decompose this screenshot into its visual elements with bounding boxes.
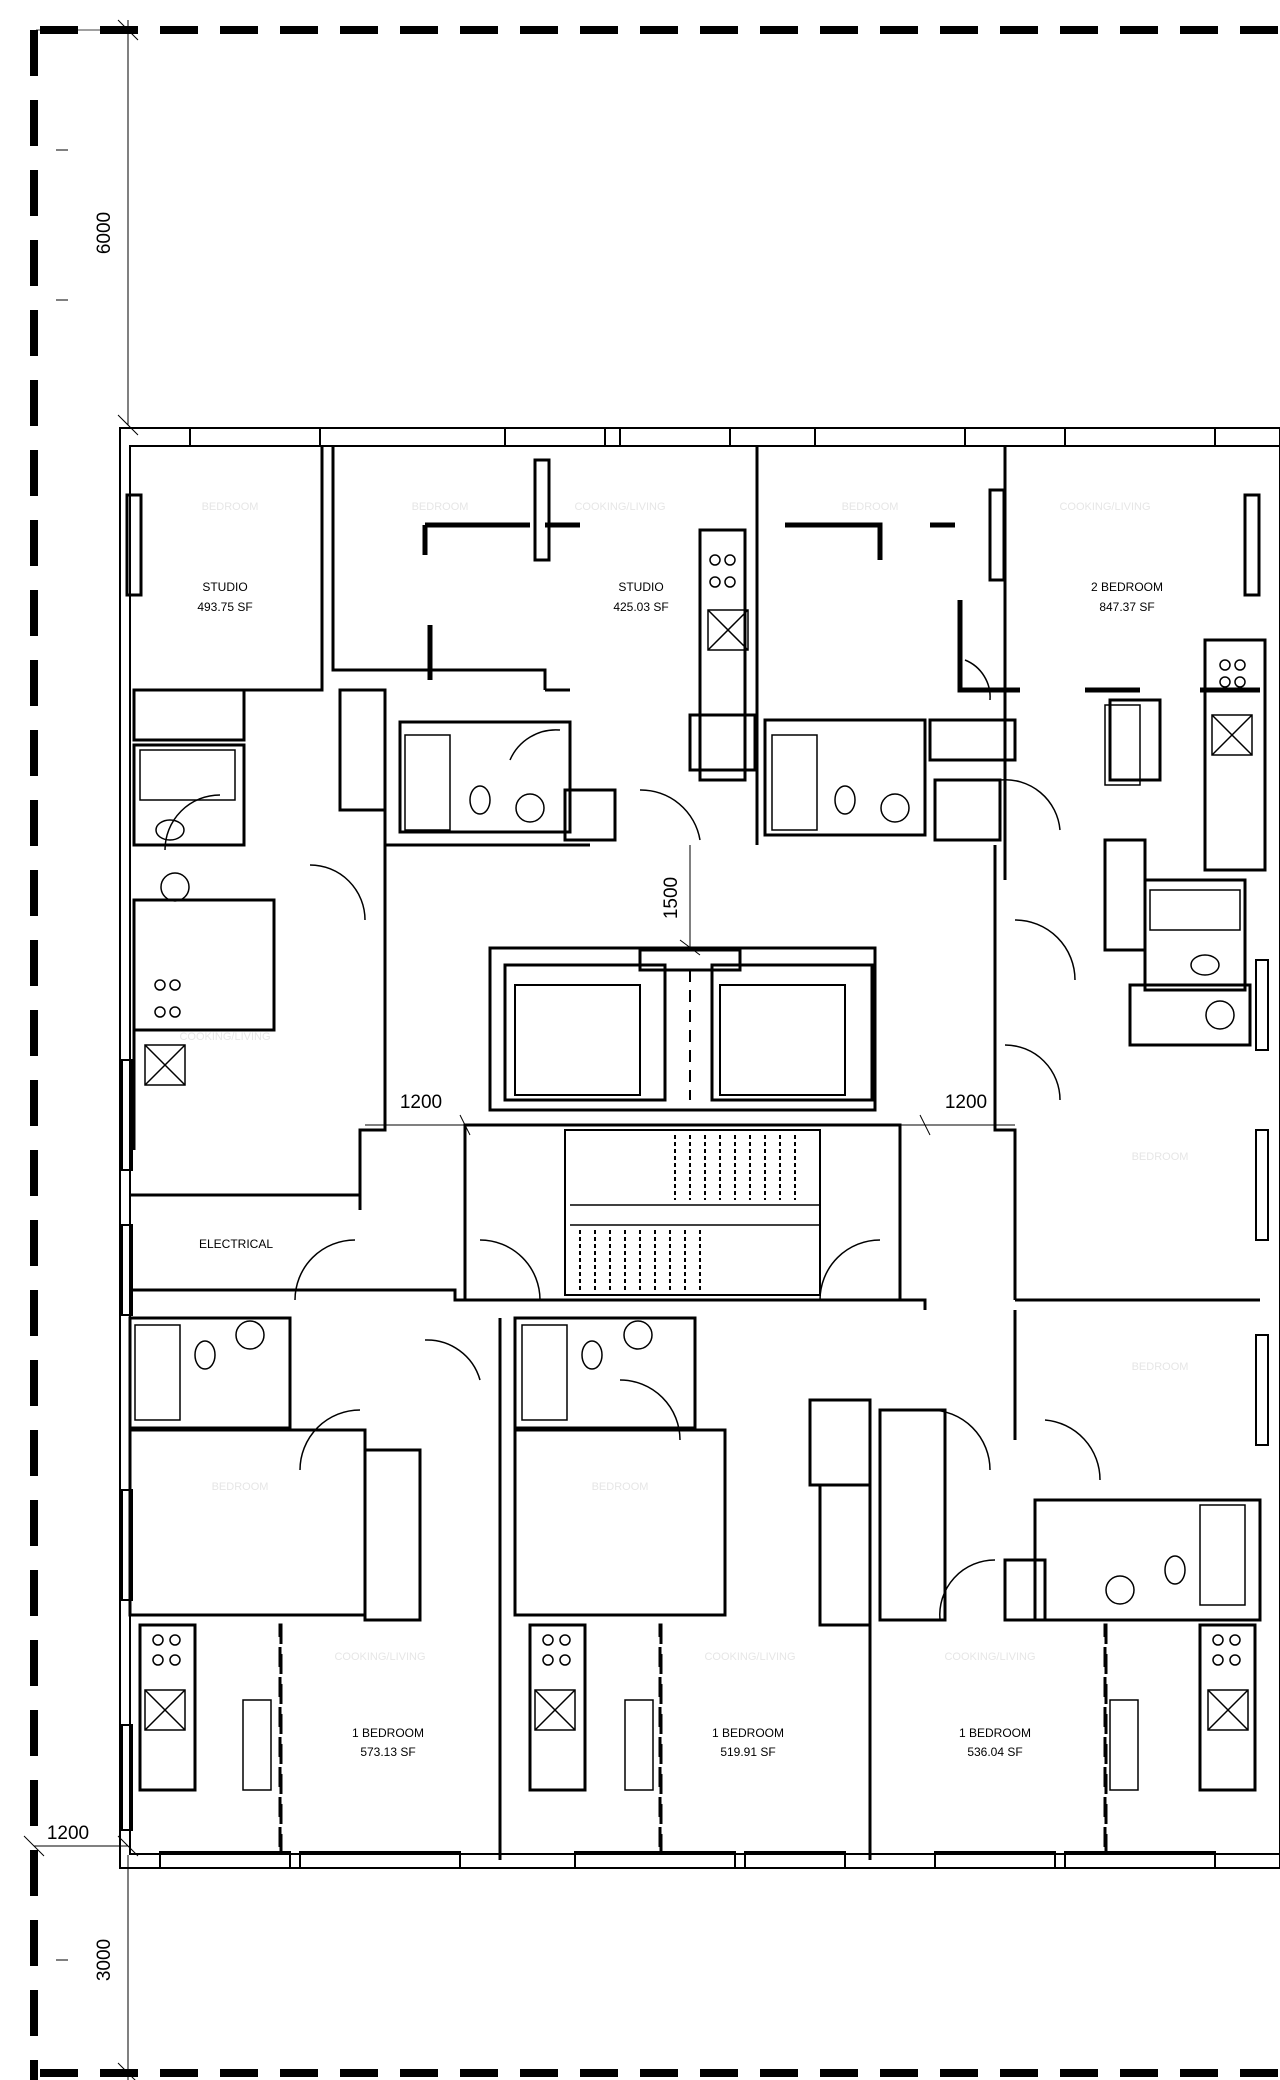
unit-name-studio-2: STUDIO [618, 580, 663, 594]
corridor-depth-dimension: 1500 [661, 877, 682, 919]
bottom-units-walls [128, 704, 1262, 1860]
faint-bedroom-label: BEDROOM [842, 501, 899, 513]
top-units-walls [125, 446, 1267, 1150]
unit-name-2-bedroom: 2 BEDROOM [1091, 580, 1163, 594]
faint-bedroom-label: BEDROOM [212, 1481, 269, 1493]
dimension-labels: 6000 3000 1200 1200 1200 1500 [47, 212, 987, 1981]
exterior-walls [119, 427, 1280, 1869]
faint-cooking-label: COOKING/LIVING [574, 501, 665, 513]
faint-bedroom-label: BEDROOM [1132, 1151, 1189, 1163]
unit-area-1-bedroom-a: 573.13 SF [360, 1745, 415, 1759]
faint-bedroom-label: BEDROOM [1132, 1361, 1189, 1373]
corridor-left-dimension: 1200 [400, 1092, 442, 1113]
top-setback-dimension: 6000 [94, 212, 115, 254]
unit-name-studio-1: STUDIO [202, 580, 247, 594]
faint-cooking-label: COOKING/LIVING [179, 1031, 270, 1043]
left-ticks [56, 149, 68, 1961]
fixtures [134, 554, 1253, 1731]
corridor-right-dimension: 1200 [945, 1092, 987, 1113]
dimension-lines [365, 845, 1015, 1136]
property-line [23, 19, 1280, 2080]
faint-bedroom-label: BEDROOM [592, 1481, 649, 1493]
side-setback-dimension: 1200 [47, 1823, 89, 1844]
faint-cooking-label: COOKING/LIVING [944, 1651, 1035, 1663]
unit-area-1-bedroom-c: 536.04 SF [967, 1745, 1022, 1759]
faint-bedroom-label: BEDROOM [202, 501, 259, 513]
unit-labels: STUDIO 493.75 SF STUDIO 425.03 SF 2 BEDR… [197, 580, 1163, 1759]
unit-area-2-bedroom: 847.37 SF [1099, 600, 1154, 614]
faint-room-labels: BEDROOM BEDROOM COOKING/LIVING BEDROOM C… [179, 501, 1188, 1663]
unit-name-1-bedroom-a: 1 BEDROOM [352, 1726, 424, 1740]
electrical-room-label: ELECTRICAL [199, 1237, 273, 1251]
door-swings [164, 659, 1101, 1621]
faint-cooking-label: COOKING/LIVING [334, 1651, 425, 1663]
bedroom-dividers [422, 522, 1260, 693]
unit-area-studio-2: 425.03 SF [613, 600, 668, 614]
faint-bedroom-label: BEDROOM [412, 501, 469, 513]
unit-area-studio-1: 493.75 SF [197, 600, 252, 614]
bottom-setback-dimension: 3000 [94, 1939, 115, 1981]
core [130, 845, 1260, 1310]
unit-name-1-bedroom-c: 1 BEDROOM [959, 1726, 1031, 1740]
faint-cooking-label: COOKING/LIVING [1059, 501, 1150, 513]
unit-name-1-bedroom-b: 1 BEDROOM [712, 1726, 784, 1740]
unit-area-1-bedroom-b: 519.91 SF [720, 1745, 775, 1759]
faint-cooking-label: COOKING/LIVING [704, 1651, 795, 1663]
